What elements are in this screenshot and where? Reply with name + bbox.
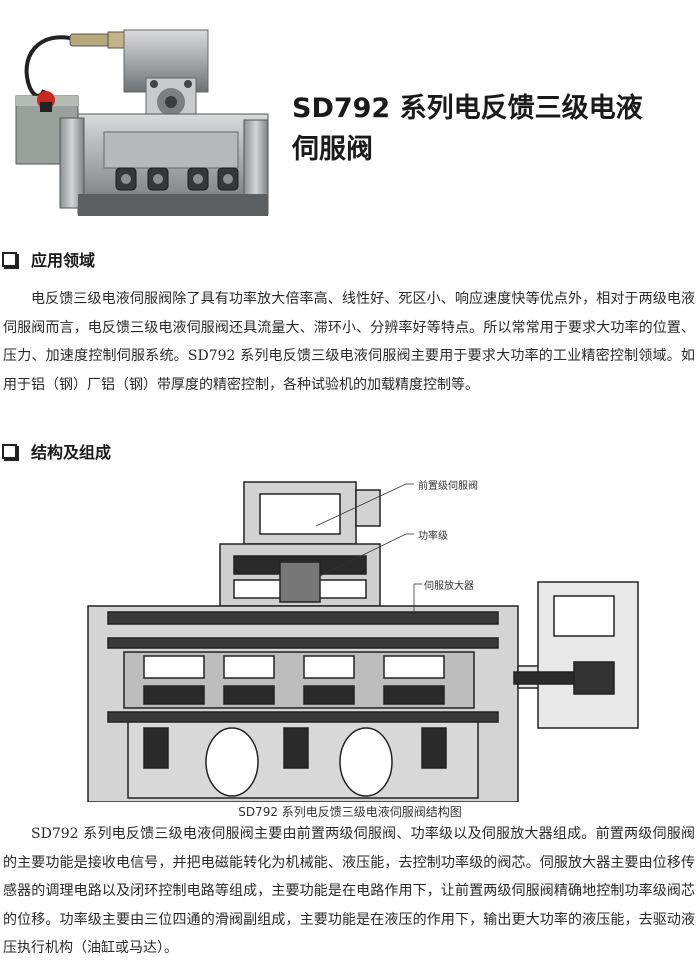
application-paragraph: 电反馈三级电液伺服阀除了具有功率放大倍率高、线性好、死区小、响应速度快等优点外，… (3, 291, 695, 393)
callout-pilot-valve: 前置级伺服阀 (418, 481, 478, 492)
structure-diagram (87, 481, 639, 802)
section-heading-text: 应用领域 (31, 251, 96, 270)
product-photo (15, 29, 269, 216)
checkbox-bullet-icon (2, 443, 17, 459)
diagram-caption: SD792 系列电反馈三级电液伺服阀结构图 (238, 805, 462, 819)
section-heading-text: 结构及组成 (31, 443, 112, 462)
section-heading-structure: 结构及组成 (0, 439, 111, 463)
section-heading-application: 应用领域 (0, 247, 95, 271)
page-title: SD792 系列电反馈三级电液 伺服阀 (292, 88, 682, 170)
callout-servo-amplifier: 伺服放大器 (424, 581, 474, 592)
callout-power-stage: 功率级 (418, 531, 448, 542)
structure-paragraph: SD792 系列电反馈三级电液伺服阀主要由前置两级伺服阀、功率级以及伺服放大器组… (3, 826, 695, 957)
page-title-line1: SD792 系列电反馈三级电液 (292, 93, 643, 124)
checkbox-bullet-icon (2, 251, 17, 267)
page-title-line2: 伺服阀 (292, 134, 373, 165)
